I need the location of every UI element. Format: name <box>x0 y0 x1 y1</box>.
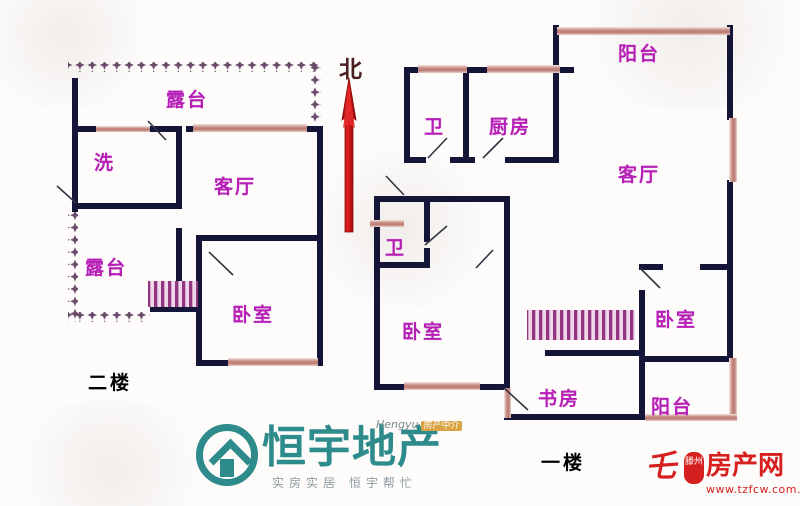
terrace-railing-right <box>311 62 321 124</box>
room-label-study: 书房 <box>538 388 581 410</box>
house-logo-icon <box>196 424 258 486</box>
room-label-balcony-east: 阳台 <box>651 396 694 418</box>
window-bedroom-west <box>404 382 480 390</box>
door-swings-1f <box>385 137 661 411</box>
north-arrow-icon <box>341 77 357 233</box>
room-label-wash: 洗 <box>94 152 116 174</box>
room-label-bedroom-east: 卧室 <box>655 309 698 331</box>
window-study <box>504 388 511 418</box>
watermark-site-name: 房产网 <box>706 451 785 481</box>
room-label-terrace-2f-top: 露台 <box>166 89 209 111</box>
room-label-bedroom-2f: 卧室 <box>232 304 275 326</box>
window-balcony-top <box>557 27 730 35</box>
window-balcony-east-bottom <box>645 414 737 421</box>
stairs-1f <box>527 310 635 340</box>
watermark-swoosh-icon: 乇 <box>644 449 682 484</box>
stairs-2f <box>148 281 198 307</box>
room-label-living-2f: 客厅 <box>214 176 257 198</box>
terrace-railing-bottom <box>68 312 150 322</box>
agency-tagline: 实房实居 恒宇帮忙 <box>272 476 417 490</box>
door-swings-2f <box>56 120 234 276</box>
watermark-seal: 滕州 <box>684 452 704 484</box>
window-bath-west <box>370 220 404 227</box>
second-floor-walls <box>72 78 323 366</box>
window-balcony-east <box>729 358 737 418</box>
room-label-terrace-2f-left: 露台 <box>85 257 128 279</box>
agency-name: 恒宇地产 <box>262 422 442 473</box>
room-label-kitchen: 厨房 <box>489 116 532 138</box>
room-label-bath-west: 卫 <box>385 237 407 259</box>
window-kitchen <box>487 65 560 73</box>
first-floor-walls <box>374 25 733 420</box>
window-bedroom-2f <box>228 358 318 366</box>
floor-label-second: 二楼 <box>88 372 133 394</box>
north-label: 北 <box>339 57 363 83</box>
room-label-bedroom-west: 卧室 <box>402 321 445 343</box>
watermark-url: www.tzfcw.com.cn <box>706 483 800 496</box>
room-label-balcony-top: 阳台 <box>618 43 661 65</box>
room-label-bath-north: 卫 <box>424 116 446 138</box>
first-floor-plan <box>370 25 737 421</box>
floor-label-first: 一楼 <box>541 452 586 474</box>
window-wash <box>96 126 150 132</box>
agency-pinyin-text: Hengyu <box>376 418 419 431</box>
site-watermark: 乇 滕州 房产网 www.tzfcw.com.cn <box>644 449 800 498</box>
window-bath-north <box>418 65 467 73</box>
second-floor-plan <box>56 62 323 366</box>
terrace-railing-left <box>68 212 78 322</box>
terrace-railing-top <box>68 62 320 72</box>
room-label-living-1f: 客厅 <box>618 164 661 186</box>
window-living-1f <box>729 118 737 182</box>
agency-badge: 房产中介 <box>421 421 462 431</box>
window-living-2f <box>193 124 307 132</box>
